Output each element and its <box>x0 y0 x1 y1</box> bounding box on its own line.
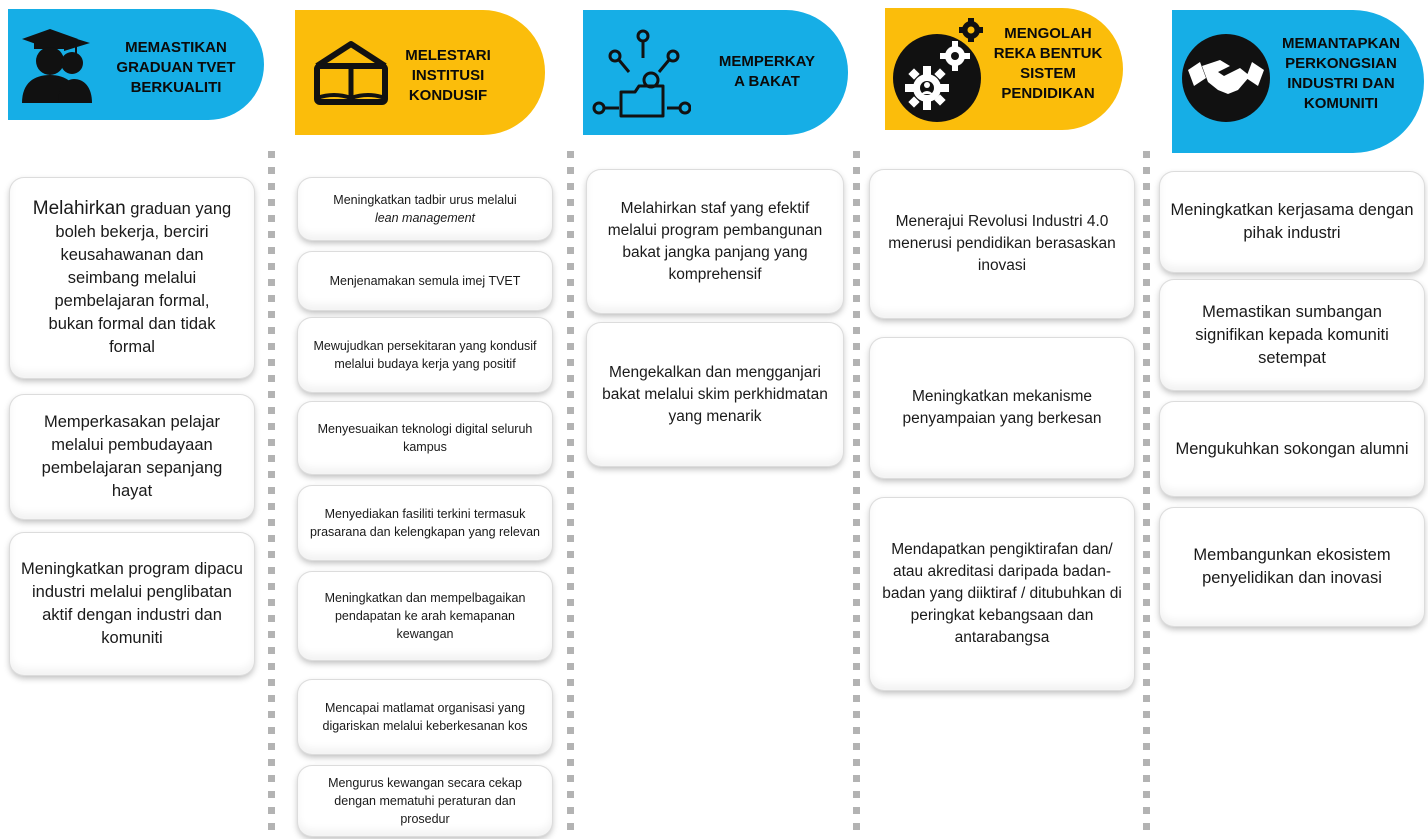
strategy-card: Membangunkan ekosistem penyelidikan dan … <box>1160 508 1424 626</box>
graduate-icon <box>16 25 94 110</box>
header-komuniti: MEMANTAPKAN PERKONGSIAN INDUSTRI DAN KOM… <box>1172 10 1424 153</box>
strategy-card: Mengukuhkan sokongan alumni <box>1160 402 1424 496</box>
strategy-card: Menyesuaikan teknologi digital seluruh k… <box>298 402 552 474</box>
strategy-card: Memastikan sumbangan signifikan kepada k… <box>1160 280 1424 390</box>
column-separator <box>1143 151 1150 837</box>
handshake-icon <box>1180 32 1272 129</box>
strategy-card: Meningkatkan program dipacu industri mel… <box>10 533 254 675</box>
strategy-card: Meningkatkan dan mempelbagaikan pendapat… <box>298 572 552 660</box>
strategy-card: Mengekalkan dan mengganjari bakat melalu… <box>587 323 843 466</box>
header-institusi: MELESTARI INSTITUSI KONDUSIF <box>295 10 545 135</box>
column-separator <box>567 151 574 837</box>
strategy-card: Mencapai matlamat organisasi yang digari… <box>298 680 552 754</box>
column-separator <box>853 151 860 837</box>
strategy-card: Meningkatkan kerjasama dengan pihak indu… <box>1160 172 1424 272</box>
header-graduan: MEMASTIKAN GRADUAN TVET BERKUALITI <box>8 9 264 120</box>
strategy-card: Menerajui Revolusi Industri 4.0 menerusi… <box>870 170 1134 318</box>
strategy-card: Mengurus kewangan secara cekap dengan me… <box>298 766 552 836</box>
book-icon <box>311 38 391 113</box>
header-title: MELESTARI INSTITUSI KONDUSIF <box>405 47 491 104</box>
talent-network-icon <box>591 28 692 125</box>
strategy-card: Menyediakan fasiliti terkini termasuk pr… <box>298 486 552 560</box>
gears-icon <box>889 18 985 131</box>
strategy-card: Meningkatkan tadbir urus melalui lean ma… <box>298 178 552 240</box>
header-title: MEMANTAPKAN PERKONGSIAN INDUSTRI DAN KOM… <box>1281 35 1401 112</box>
header-pendidikan: MENGOLAH REKA BENTUK SISTEM PENDIDIKAN <box>885 8 1123 130</box>
strategy-card: Melahirkan graduan yang boleh bekerja, b… <box>10 178 254 378</box>
strategy-card: Menjenamakan semula imej TVET <box>298 252 552 310</box>
strategy-card: Mewujudkan persekitaran yang kondusif me… <box>298 318 552 392</box>
column-separator <box>268 151 275 837</box>
header-title: MEMASTIKAN GRADUAN TVET BERKUALITI <box>116 39 236 96</box>
strategy-card: Mendapatkan pengiktirafan dan/ atau akre… <box>870 498 1134 690</box>
header-bakat: MEMPERKAY A BAKAT <box>583 10 848 135</box>
strategy-card: Meningkatkan mekanisme penyampaian yang … <box>870 338 1134 478</box>
strategy-card: Melahirkan staf yang efektif melalui pro… <box>587 170 843 313</box>
header-title: MEMPERKAY A BAKAT <box>718 53 816 90</box>
strategy-card: Memperkasakan pelajar melalui pembudayaa… <box>10 395 254 519</box>
header-title: MENGOLAH REKA BENTUK SISTEM PENDIDIKAN <box>993 25 1103 102</box>
